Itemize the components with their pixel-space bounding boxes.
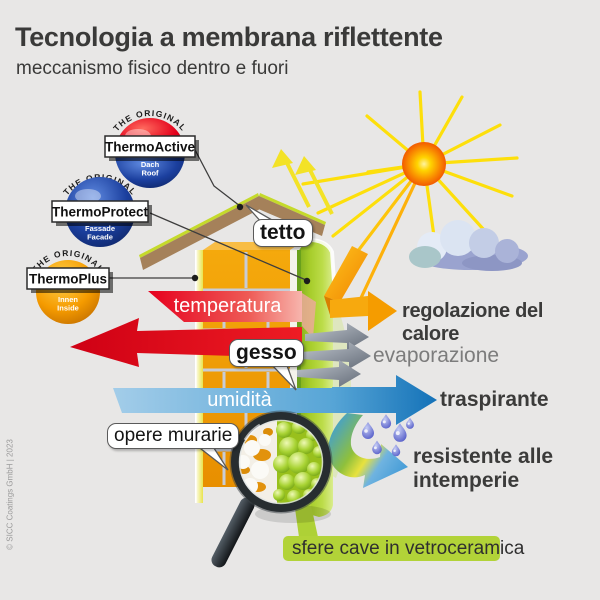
- gray-evaporation-arrows: [297, 323, 371, 387]
- badge-thermoplus: THE ORIGINAL ThermoPlus Innen Inside: [26, 248, 113, 324]
- badge-name: ThermoPlus: [29, 272, 107, 287]
- benefit-weather-line1: resistente alle: [413, 445, 554, 468]
- benefit-evaporation: evaporazione: [373, 344, 500, 367]
- page-subtitle: meccanismo fisico dentro e fuori: [16, 58, 289, 79]
- badge-area-1: Dach: [141, 160, 160, 169]
- sphere-bottom: [115, 153, 185, 188]
- connector-lines: [109, 145, 311, 285]
- badge-area-1: Innen: [58, 295, 78, 304]
- roof-graphic: [139, 193, 326, 270]
- benefit-breathable: traspirante: [440, 388, 549, 411]
- cloud-icon: [409, 220, 528, 271]
- reflection-arrows: [272, 149, 334, 215]
- benefit-heat-regulation: regolazione del calore: [402, 300, 544, 345]
- badge-area-2: Facade: [87, 233, 113, 242]
- badge-thermoprotect: THE ORIGINAL ThermoProtect Fassade Facad…: [51, 172, 152, 247]
- weather-bounce-arrow: [328, 413, 408, 488]
- benefit-weather-resistant: resistente alle intemperie: [413, 445, 553, 493]
- blue-moisture-arrow: [113, 375, 437, 425]
- callout-masonry: opere murarie: [107, 423, 240, 449]
- flow-label-temperature: temperatura: [173, 295, 282, 317]
- flow-label-humidity: umidità: [207, 389, 272, 411]
- badge-area-1: Fassade: [85, 224, 115, 233]
- callout-roof: tetto: [253, 219, 313, 247]
- badge-name: ThermoActive: [105, 140, 196, 155]
- page-title: Tecnologia a membrana riflettente: [15, 22, 443, 52]
- sun-icon: [402, 142, 446, 186]
- badge-area-2: Inside: [57, 304, 79, 313]
- callout-plaster: gesso: [229, 339, 304, 367]
- badge-name: ThermoProtect: [52, 205, 149, 220]
- copyright-text: © SICC Coatings GmbH | 2023: [5, 439, 15, 550]
- orange-heat-regulation-arrow: [324, 246, 397, 331]
- benefit-weather-line2: intemperie: [413, 469, 520, 492]
- badge-area-2: Roof: [141, 169, 159, 178]
- badge-thermoactive: THE ORIGINAL ThermoActive Dach Roof: [104, 108, 199, 188]
- lens-label: sfere cave in vetroceramica: [283, 536, 524, 561]
